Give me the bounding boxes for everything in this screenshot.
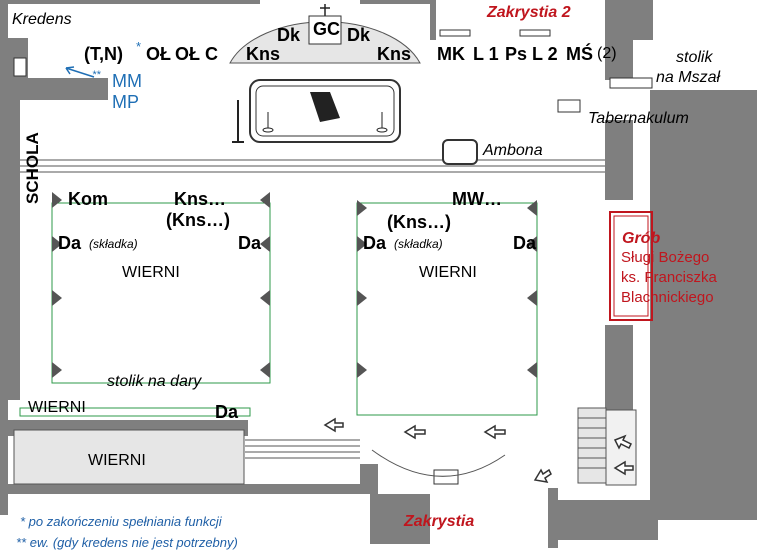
kredens-label: Kredens [12,11,72,28]
ambo-label: Ambona [483,142,543,159]
kns-left-label: Kns [246,44,281,64]
left-kns-paren-label: (Kns…) [166,210,230,230]
left-kns-label: Kns… [174,189,227,209]
candle-icon-left [262,112,274,133]
mm-label: MM [112,71,142,91]
c-label: C [205,44,218,64]
kom-label: Kom [68,189,108,209]
footnote-2: ** ew. (gdy kredens nie jest potrzebny) [16,535,238,550]
procession-arc [371,449,506,477]
tabernacle-label: Tabernakulum [588,110,689,127]
kns-right-label: Kns [377,44,412,64]
tomb-frame [609,211,653,321]
right-da-note: (składka) [394,237,443,251]
kredens-arrow [65,66,95,78]
door-marks [433,29,551,485]
dk-right-label: Dk [347,25,371,45]
ambo [442,139,478,165]
missal-table-label-1: stolik [676,49,713,66]
left-faithful-label: WIERNI [122,264,180,281]
tabernacle [557,99,581,113]
pew-blocks [19,202,538,417]
left-stair [577,407,607,484]
right-kns-paren-label: (Kns…) [387,212,451,232]
tn-label: (T,N) [84,44,123,64]
missal-table-label-2: na Mszał [656,69,721,86]
tn-star: * [136,39,142,54]
ol1-label: OŁ [146,44,171,64]
procession-arrows [323,417,634,483]
tomb-line-3: Blachnickiego [621,289,714,306]
tomb-line-2: ks. Franciszka [621,269,717,286]
kredens [13,57,27,77]
gc-seat [308,15,342,45]
dk-left-label: Dk [277,25,301,45]
mp-label: MP [112,92,139,112]
left-da-note: (składka) [89,237,138,251]
pew-markers [52,192,537,378]
mk-label: MK [437,44,465,64]
gallery-faithful-label: WIERNI [88,452,146,469]
footnote-1: * po zakończeniu spełniania funkcji [20,514,222,529]
sacristy-label: Zakrystia [404,513,475,530]
right-faithful-label: WIERNI [419,264,477,281]
side-faithful-label: WIERNI [28,399,86,416]
right-da-right-label: Da [513,233,537,253]
left-da-label: Da [58,233,82,253]
stair-lines [245,417,606,469]
side-da-label: Da [215,402,239,422]
book-icon [310,92,340,122]
right-da-label: Da [363,233,387,253]
ps-label: Ps [505,44,528,64]
ms-label: MŚ [566,44,593,64]
tomb-frame-inner [613,215,649,317]
gallery-area [13,429,245,485]
walls [0,0,757,548]
l2-label: L 2 [532,44,558,64]
paschal-candle-icon [232,100,244,143]
candle-icon-right [376,112,388,133]
entrance-stairs [605,409,637,486]
tomb-title: Grób [622,230,661,247]
missal-table [609,77,653,89]
ms2-label: (2) [597,45,617,62]
mw-label: MW… [452,189,502,209]
tomb-line-1: Sługi Bożego [621,249,710,266]
gc-label: GC [313,19,340,39]
l1-label: L 1 [473,44,499,64]
schola-label: SCHOLA [23,132,42,204]
kredens-alt-stars: ** [92,69,101,81]
gifts-table-label: stolik na dary [107,373,202,390]
presbytery-steps [20,159,605,173]
ol2-label: OŁ [175,44,200,64]
sacristy2-label: Zakrystia 2 [487,4,571,21]
cross-icon [320,4,330,16]
left-da-right-label: Da [238,233,262,253]
